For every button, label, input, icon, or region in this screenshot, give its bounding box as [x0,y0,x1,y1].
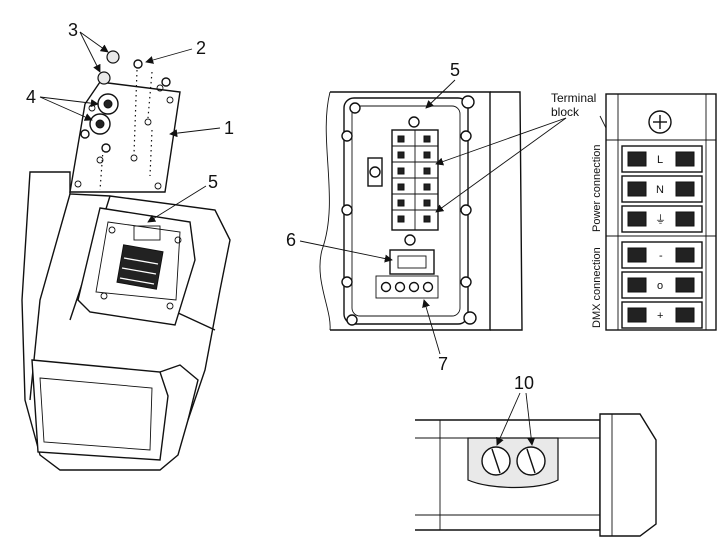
svg-text:2: 2 [196,38,206,58]
fuse-holders [481,446,546,476]
screws [80,59,171,153]
callout-5-left: 5 [147,172,218,223]
svg-text:7: 7 [438,354,448,374]
power-terminals: L N ⏚ [621,145,703,233]
fixture-head-exploded-view [21,50,231,471]
terminal-block [391,116,439,246]
connection-box-top-view [319,91,523,331]
cable-gland-2 [89,113,111,135]
cover-plate [69,69,181,193]
svg-text:Terminal: Terminal [551,91,596,105]
callout-2: 2 [145,38,206,64]
callout-1: 1 [169,118,234,138]
power-connection-label: Power connection [591,145,603,232]
svg-text:N: N [656,184,664,196]
callout-5-mid: 5 [425,60,460,109]
svg-text:4: 4 [26,87,36,107]
callout-10: 10 [496,373,536,446]
svg-text:L: L [657,154,663,166]
callout-4: 4 [26,87,99,121]
callout-3: 3 [68,20,109,73]
svg-text:5: 5 [450,60,460,80]
svg-text:⏚: ⏚ [655,213,666,226]
fuse-holder-1 [481,446,511,476]
cable-entry-holes [375,275,439,299]
opened-connection-compartment [77,207,196,326]
fuse-holder-2 [516,446,546,476]
svg-text:6: 6 [286,230,296,250]
callout-7: 7 [422,299,448,374]
svg-text:1: 1 [224,118,234,138]
ground-terminal-icon [367,157,383,187]
svg-text:+: + [657,310,663,322]
dmx-terminals: - o + [621,241,703,329]
svg-text:o: o [657,280,663,292]
blind-plugs [97,50,120,85]
svg-text:10: 10 [514,373,534,393]
svg-text:3: 3 [68,20,78,40]
cable-gland-1 [97,93,119,115]
svg-text:5: 5 [208,172,218,192]
housing-side-view [415,413,657,537]
callout-6: 6 [286,230,393,263]
terminal-block-label: Terminal block [435,91,613,213]
terminal-block-detail: L N ⏚ - o + [605,93,717,331]
svg-text:block: block [551,105,580,119]
svg-text:-: - [659,250,663,262]
label-plate [389,249,435,275]
dmx-connection-label: DMX connection [591,247,603,328]
